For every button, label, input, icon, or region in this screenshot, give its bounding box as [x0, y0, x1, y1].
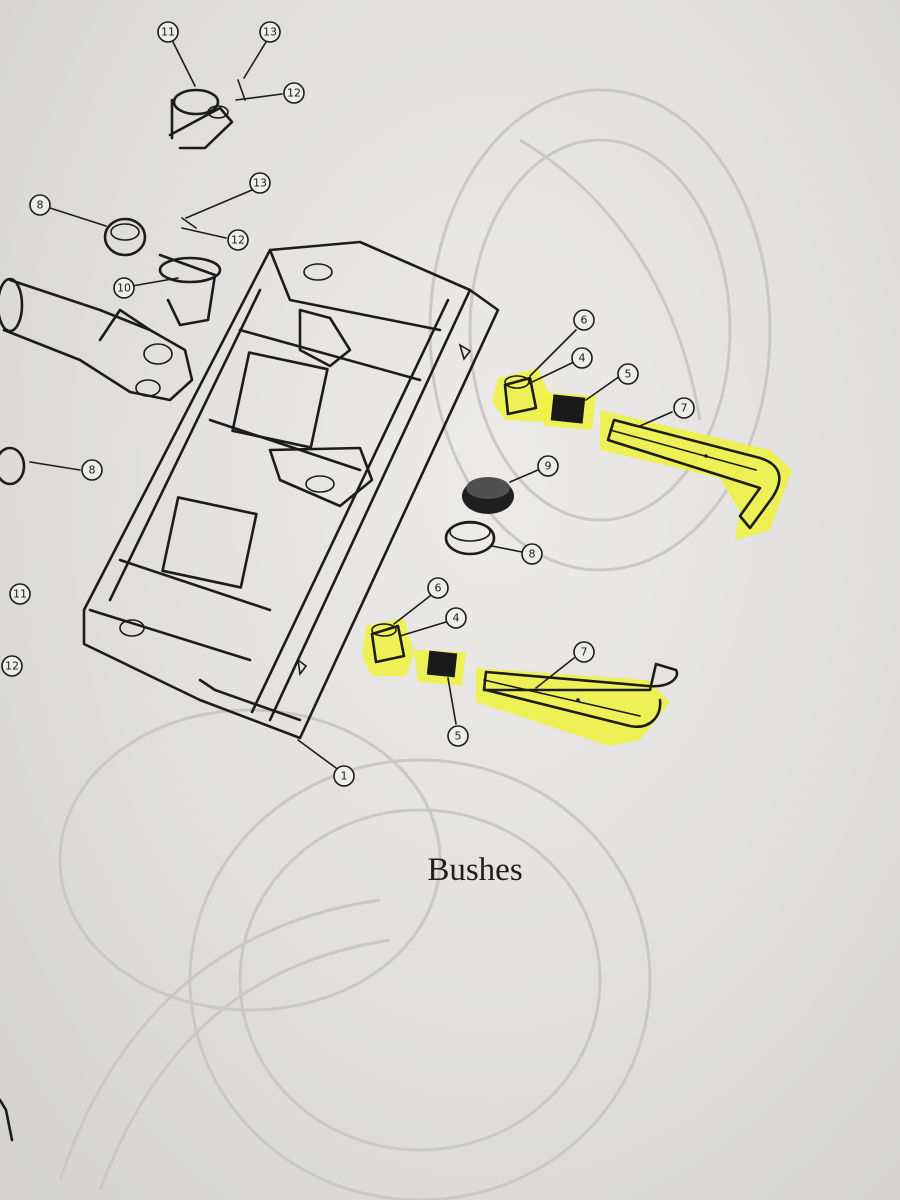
diagram-caption: Bushes	[427, 852, 523, 888]
svg-text:4: 4	[579, 352, 586, 365]
svg-text:5: 5	[455, 730, 462, 743]
bush-4-upper	[503, 376, 538, 416]
callout-13-top: 13	[259, 21, 281, 43]
callout-6-upper: 6	[573, 309, 595, 331]
callout-12-top: 12	[283, 82, 305, 104]
callout-4-upper: 4	[571, 347, 593, 369]
svg-text:1: 1	[341, 770, 348, 783]
svg-text:10: 10	[117, 282, 131, 295]
callout-8-topleft: 8	[29, 194, 51, 216]
bush-8-center	[444, 520, 496, 556]
highlight-bush-4-lower	[362, 618, 414, 676]
callout-5-upper: 5	[617, 363, 639, 385]
arm-parts-left	[0, 79, 246, 1142]
pin-7-upper	[606, 418, 781, 530]
bush-4-lower	[370, 624, 406, 664]
svg-text:8: 8	[529, 548, 536, 561]
svg-text:13: 13	[263, 26, 277, 39]
callout-11-left: 11	[9, 583, 31, 605]
svg-text:8: 8	[89, 464, 96, 477]
callout-4-lower: 4	[445, 607, 467, 629]
pin-7-lower	[482, 662, 679, 692]
callout-9: 9	[537, 455, 559, 477]
callout-6-lower: 6	[427, 577, 449, 599]
callout-8-center: 8	[521, 543, 543, 565]
background-watermark	[58, 88, 772, 1200]
bush-5-upper	[550, 394, 586, 424]
svg-text:11: 11	[161, 26, 175, 39]
svg-text:9: 9	[545, 460, 552, 473]
svg-text:6: 6	[435, 582, 442, 595]
bush-set-lower	[370, 623, 679, 728]
callout-12-mid: 12	[227, 229, 249, 251]
highlight-pin-7-lower	[476, 668, 670, 746]
callout-7-lower: 7	[573, 641, 595, 663]
svg-text:13: 13	[253, 177, 267, 190]
svg-text:5: 5	[625, 368, 632, 381]
callout-7-upper: 7	[673, 397, 695, 419]
frame-assembly-1	[82, 240, 500, 740]
bush-5-lower	[426, 650, 458, 678]
svg-text:7: 7	[581, 646, 588, 659]
callout-1: 1	[333, 765, 355, 787]
highlight-pin-7-upper	[600, 410, 792, 540]
callout-8-left: 8	[81, 459, 103, 481]
callout-10: 10	[113, 277, 135, 299]
svg-text:6: 6	[581, 314, 588, 327]
callout-11-top: 11	[157, 21, 179, 43]
bush-set-middle	[444, 477, 514, 556]
svg-text:12: 12	[5, 660, 19, 673]
bush-set-upper	[503, 375, 781, 530]
callout-5-lower: 5	[447, 725, 469, 747]
svg-text:12: 12	[231, 234, 245, 247]
svg-text:7: 7	[681, 402, 688, 415]
svg-text:12: 12	[287, 87, 301, 100]
svg-text:8: 8	[37, 199, 44, 212]
svg-text:4: 4	[453, 612, 460, 625]
leader-lines	[29, 39, 673, 769]
callout-labels: 11 13 12 13 8 12 10 8 11 12 6 4 5 7 9 8 …	[1, 21, 695, 787]
svg-text:11: 11	[13, 588, 27, 601]
callout-13-mid: 13	[249, 172, 271, 194]
callout-12-left: 12	[1, 655, 23, 677]
